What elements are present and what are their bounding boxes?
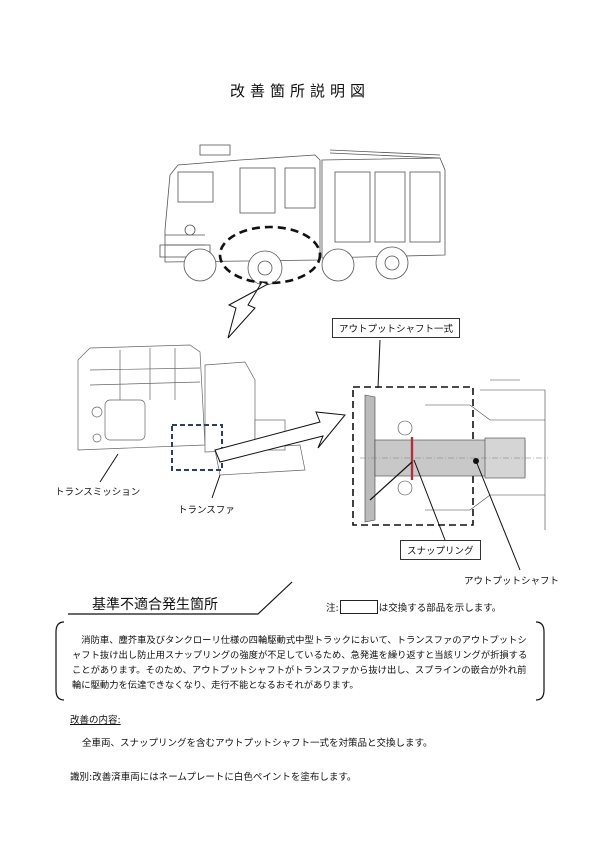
- nonconformity-description: 消防車、塵芥車及びタンクローリ仕様の四輪駆動式中型トラックにおいて、トランスファ…: [72, 635, 528, 691]
- note-prefix: 注:: [326, 603, 339, 614]
- callout-arrow: [227, 281, 270, 339]
- transfer-detail-box: [171, 424, 223, 471]
- improvement-heading: 改善の内容:: [70, 715, 121, 726]
- highlight-circle: [218, 225, 322, 285]
- label-transmission: トランスミッション: [55, 487, 141, 498]
- identification-text: 識別:改善済車両にはネームプレートに白色ペイントを塗布します。: [70, 772, 357, 783]
- label-snap-ring: スナップリング: [400, 540, 481, 560]
- page-title: 改善箇所説明図: [229, 82, 370, 100]
- detail-arrow: [214, 411, 346, 463]
- label-transfer: トランスファ: [178, 505, 235, 516]
- label-output-shaft: アウトプットシャフト: [464, 576, 560, 587]
- transmission-illustration: [77, 344, 306, 476]
- fire-truck-illustration: [159, 144, 446, 286]
- replacement-legend-box: [339, 600, 378, 614]
- improvement-text: 全車両、スナップリングを含むアウトプットシャフト一式を対策品と交換します。: [82, 738, 433, 749]
- note-suffix: は交換する部品を示します。: [378, 603, 502, 614]
- nonconformity-heading: 基準不適合発生箇所: [92, 597, 218, 613]
- label-output-shaft-assembly: アウトプットシャフト一式: [332, 318, 461, 338]
- output-shaft-cross-section: [352, 379, 548, 530]
- replacement-note: 注: は交換する部品を示します。: [326, 600, 501, 614]
